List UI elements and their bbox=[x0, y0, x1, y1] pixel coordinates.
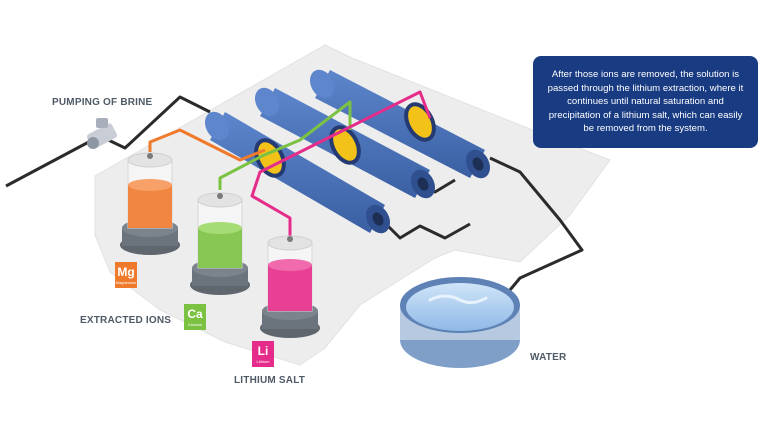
element-tile-lithium: Li Lithium bbox=[252, 341, 274, 367]
calcium-tube bbox=[218, 100, 352, 190]
brine-pipe bbox=[5, 95, 211, 188]
label-pumping-of-brine: PUMPING OF BRINE bbox=[52, 97, 153, 108]
element-tile-calcium: Ca Calcium bbox=[184, 304, 206, 330]
magnesium-tube bbox=[148, 128, 266, 162]
extraction-cylinder-1 bbox=[205, 111, 390, 234]
lithium-tube bbox=[250, 90, 432, 236]
label-extracted-ions: EXTRACTED IONS bbox=[80, 315, 172, 326]
extraction-cylinder-2 bbox=[255, 87, 435, 199]
label-lithium-salt: LITHIUM SALT bbox=[234, 375, 306, 386]
element-name: Calcium bbox=[187, 322, 203, 327]
element-name: Lithium bbox=[256, 359, 270, 364]
element-symbol: Li bbox=[257, 344, 269, 358]
brine-return-pipe bbox=[378, 216, 471, 240]
brine-pump bbox=[86, 118, 118, 149]
calcium-tank bbox=[190, 192, 250, 295]
magnesium-tank bbox=[120, 152, 180, 255]
element-tile-magnesium: Mg Magnesium bbox=[115, 262, 137, 288]
info-callout: After those ions are removed, the soluti… bbox=[533, 56, 758, 148]
label-water: WATER bbox=[530, 352, 567, 363]
element-symbol: Ca bbox=[187, 307, 203, 321]
info-text: After those ions are removed, the soluti… bbox=[547, 69, 744, 135]
element-name: Magnesium bbox=[115, 280, 137, 285]
lithium-tank bbox=[260, 235, 320, 338]
extraction-cylinder-3 bbox=[310, 69, 490, 179]
water-pipe bbox=[489, 156, 584, 291]
water-pool bbox=[400, 277, 520, 368]
element-symbol: Mg bbox=[117, 265, 135, 279]
